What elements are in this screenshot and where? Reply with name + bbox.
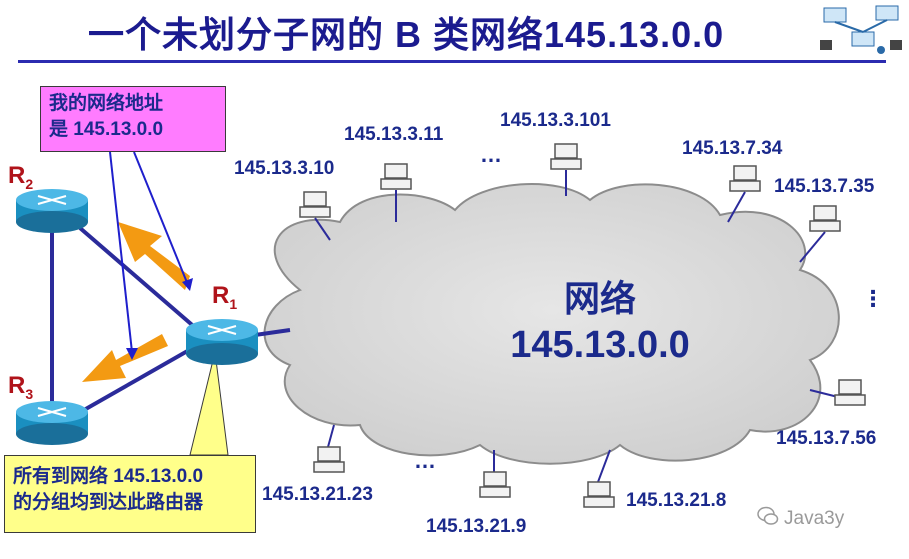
ellipsis-bottom: …: [414, 448, 436, 473]
router-r1-icon: [186, 319, 258, 365]
ellipsis-top: …: [480, 142, 502, 167]
wechat-icon: [757, 506, 779, 525]
network-name: 网络 145.13.0.0: [490, 270, 710, 367]
host-computer-icon: [479, 471, 511, 498]
host-label: 145.13.7.34: [682, 138, 783, 159]
host-computer-icon: [380, 163, 412, 190]
network-address-callout: 我的网络地址 是 145.13.0.0: [40, 86, 226, 152]
host-label: 145.13.21.23: [262, 484, 373, 505]
router-r3-icon: [16, 401, 88, 445]
page-title: 一个未划分子网的 B 类网络145.13.0.0: [88, 14, 725, 55]
router-links: [50, 210, 291, 420]
all-packets-callout: 所有到网络 145.13.0.0 的分组均到达此路由器: [4, 455, 256, 533]
callout-pointers: [109, 151, 189, 353]
host-label: 145.13.7.56: [776, 428, 877, 449]
host-computer-icon: [299, 191, 331, 218]
host-computer-icon: [729, 165, 761, 192]
orange-arrows: [82, 222, 190, 382]
host-computer-icon: [313, 446, 345, 473]
host-label: 145.13.3.10: [234, 158, 335, 179]
host-computer-icon: [834, 379, 866, 406]
host-label: 145.13.21.8: [626, 490, 727, 511]
network-cloud: [263, 183, 840, 465]
network-label: 网络: [563, 278, 636, 319]
host-computer-icon: [550, 143, 582, 170]
host-label: 145.13.21.9: [426, 516, 527, 537]
host-label: 145.13.7.35: [774, 176, 875, 197]
host-label: 145.13.3.11: [344, 124, 444, 145]
network-logo-icon: [820, 5, 902, 54]
host-computer-icon: [583, 481, 615, 508]
router-r2-icon: [16, 189, 88, 233]
router-label-r1: R1: [212, 282, 238, 312]
title-underline: [18, 60, 886, 63]
network-address: 145.13.0.0: [510, 324, 690, 366]
host-links: [314, 170, 851, 483]
host-label: 145.13.3.101: [500, 110, 611, 131]
watermark-text: Java3y: [784, 508, 845, 529]
router-label-r2: R2: [8, 162, 34, 192]
router-label-r3: R3: [8, 372, 34, 402]
host-computer-icon: [809, 205, 841, 232]
ellipsis-right: ⋮: [862, 286, 884, 311]
